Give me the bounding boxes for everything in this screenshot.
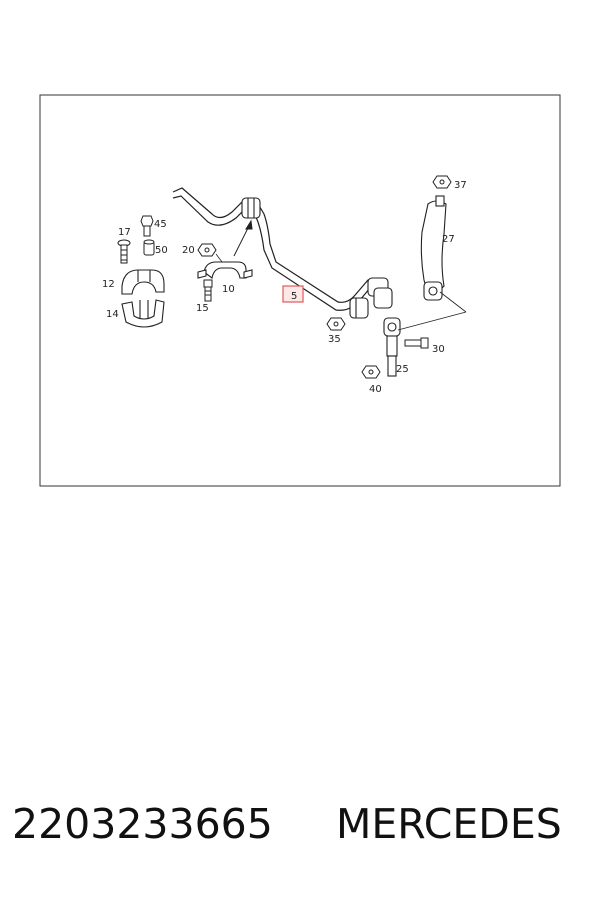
link-rod-25[interactable] [383, 317, 401, 377]
label-15: 15 [196, 303, 209, 314]
label-10: 10 [222, 284, 235, 295]
link-27[interactable] [420, 195, 447, 301]
bolt-37[interactable] [432, 175, 452, 189]
nut-20[interactable] [197, 243, 217, 257]
label-40: 40 [369, 384, 382, 395]
label-17: 17 [118, 227, 131, 238]
part-number: 2203233665 [12, 800, 273, 848]
label-12: 12 [102, 279, 115, 290]
bracket-12[interactable] [121, 269, 165, 295]
brand-name: MERCEDES [336, 800, 562, 848]
label-35: 35 [328, 334, 341, 345]
label-5: 5 [291, 291, 297, 302]
bolt-45[interactable] [140, 215, 154, 237]
bar-bushing-left[interactable] [241, 197, 261, 219]
label-37: 37 [454, 180, 467, 191]
label-25: 25 [396, 364, 409, 375]
assembly-arrow [233, 219, 253, 257]
bolt-15[interactable] [203, 279, 213, 302]
clamp-10[interactable] [197, 261, 253, 279]
nut-40[interactable] [361, 365, 381, 379]
footer: 2203233665 MERCEDES [0, 800, 600, 870]
bracket-14[interactable] [121, 299, 165, 328]
bolt-30[interactable] [404, 337, 429, 349]
washer-35[interactable] [326, 317, 346, 331]
label-50: 50 [155, 245, 168, 256]
leader-lines [215, 253, 467, 331]
bar-bushing-right[interactable] [349, 277, 393, 319]
label-30: 30 [432, 344, 445, 355]
label-45: 45 [154, 219, 167, 230]
highlight-box-5 [282, 285, 304, 303]
label-14: 14 [106, 309, 119, 320]
bolt-17[interactable] [117, 239, 131, 264]
label-27: 27 [442, 234, 455, 245]
label-20: 20 [182, 245, 195, 256]
sleeve-50[interactable] [143, 239, 155, 256]
